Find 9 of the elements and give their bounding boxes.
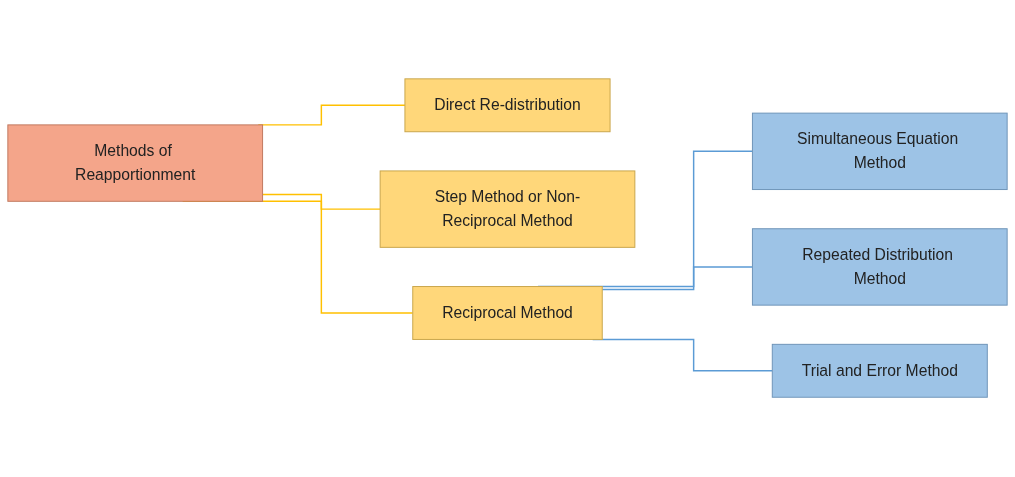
node-box: Methods of Reapportionment bbox=[7, 124, 264, 203]
node-box: Step Method or Non-Reciprocal Method bbox=[379, 170, 636, 249]
node-box: Repeated Distribution Method bbox=[751, 228, 1008, 307]
connector bbox=[261, 194, 381, 211]
node-box: Reciprocal Method bbox=[412, 286, 603, 341]
node-box: Direct Re-distribution bbox=[404, 78, 611, 133]
node-box: Simultaneous Equation Method bbox=[751, 113, 1008, 191]
connector bbox=[601, 266, 754, 291]
node-box: Trial and Error Method bbox=[771, 344, 988, 399]
